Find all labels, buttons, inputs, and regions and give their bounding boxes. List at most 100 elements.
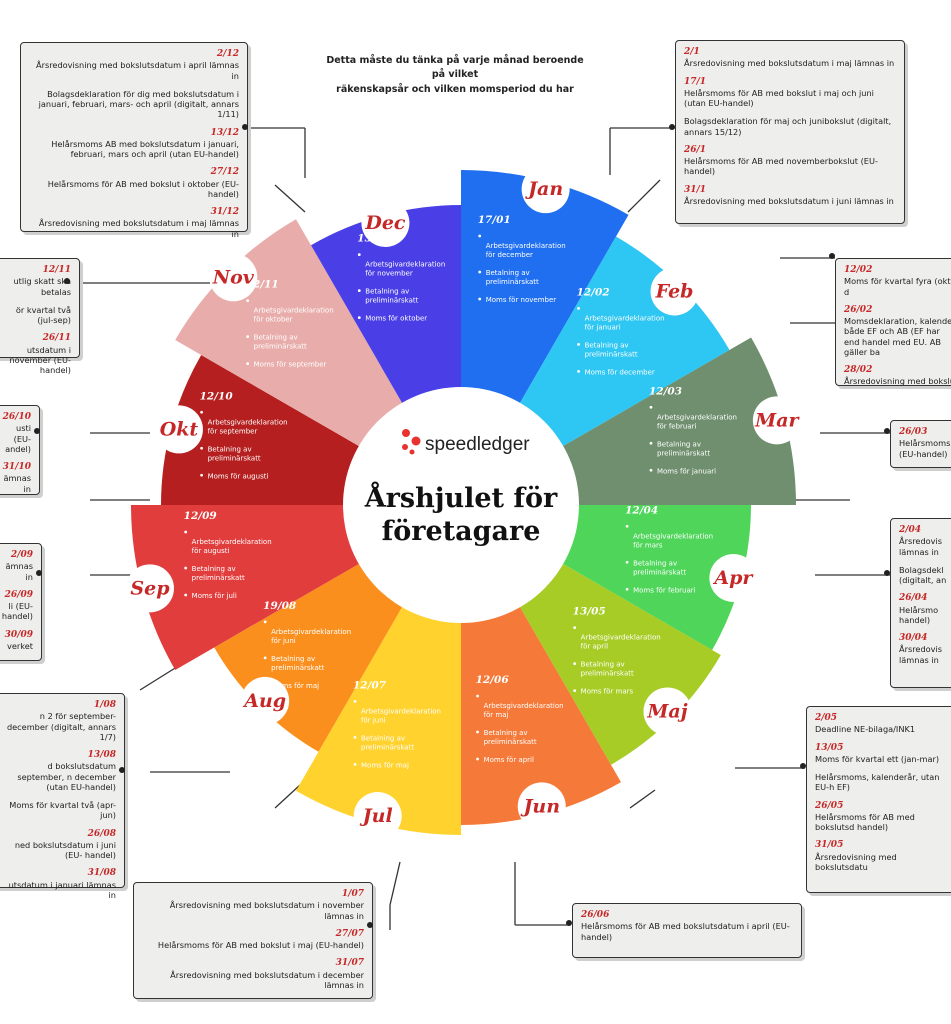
sector-item-line: Moms för januari xyxy=(657,467,716,475)
connector-dot-icon xyxy=(367,922,373,928)
connector-line xyxy=(274,784,301,809)
bullet-icon xyxy=(263,656,267,660)
month-label-jul: Jul xyxy=(353,792,402,841)
bullet-icon xyxy=(184,530,188,534)
deadline-date: 30/09 xyxy=(4,629,33,640)
sector-date: 12/07 xyxy=(353,679,387,691)
svg-text:Dec: Dec xyxy=(364,212,406,234)
deadline-text: ned bokslutsdatum i juni (EU- handel) xyxy=(14,839,116,860)
sector-item-line: för maj xyxy=(484,711,509,719)
deadline-text: utsdatum i november (EU-handel) xyxy=(9,344,71,376)
bullet-icon xyxy=(200,473,203,477)
svg-text:Aug: Aug xyxy=(242,690,286,712)
deadline-text: Årsredovisning med bokslutsdatu xyxy=(815,851,897,872)
deadline-text: Årsredovis lämnas in xyxy=(899,536,943,557)
sector-item-line: Betalning av xyxy=(585,341,629,349)
sector-item-line: preliminärskatt xyxy=(585,350,638,358)
bullet-icon xyxy=(200,446,203,450)
svg-text:Apr: Apr xyxy=(712,567,754,589)
center-circle xyxy=(343,387,579,623)
deadline-text: li (EU- handel) xyxy=(1,601,33,622)
bullet-icon xyxy=(577,370,580,373)
sector-item-line: Betalning av xyxy=(361,734,405,742)
sector-item-line: för januari xyxy=(585,323,621,331)
connector-dot-icon xyxy=(242,124,248,130)
connector-line xyxy=(274,184,306,213)
sector-item-line: Arbetsgivardeklaration xyxy=(585,314,665,322)
sector-item-line: preliminärskatt xyxy=(192,574,245,582)
sector-item-line: Arbetsgivardeklaration xyxy=(361,707,441,715)
deadline-text: Helårsmoms för AB med bokslut i maj (EU-… xyxy=(157,940,364,950)
sector-item-line: Betalning av xyxy=(192,565,236,573)
sector-item-line: för december xyxy=(486,251,533,259)
deadline-date: 13/05 xyxy=(815,742,844,753)
deadline-text: usti (EU- andel) xyxy=(5,423,31,454)
sector-date: 19/08 xyxy=(263,600,297,612)
bullet-icon xyxy=(649,468,653,472)
deadline-date: 17/1 xyxy=(684,76,707,87)
deadline-text: Årsredovisning med bokslutsdatum i maj l… xyxy=(684,58,895,69)
deadline-date: 2/1 xyxy=(684,47,700,57)
sector-item-line: preliminärskatt xyxy=(657,449,710,457)
bullet-icon xyxy=(577,307,580,310)
bullet-icon xyxy=(184,566,188,570)
month-label-nov: Nov xyxy=(209,253,258,302)
center-title-line1: Årshjulet för xyxy=(364,480,558,514)
svg-text:Jan: Jan xyxy=(525,178,563,200)
bullet-icon xyxy=(246,299,250,303)
bullet-icon xyxy=(353,762,357,766)
sector-item-line: Moms för april xyxy=(484,756,534,764)
connector-dot-icon xyxy=(64,278,70,284)
connector-dot-icon xyxy=(566,920,572,926)
sector-item-line: för september xyxy=(208,427,258,435)
sector-item-line: preliminärskatt xyxy=(271,664,324,672)
sector-item-line: Arbetsgivardeklaration xyxy=(192,538,272,546)
deadline-date: 26/1 xyxy=(684,144,707,155)
svg-text:Feb: Feb xyxy=(655,280,694,302)
bullet-icon xyxy=(246,362,250,366)
deadline-date: 27/07 xyxy=(335,928,364,939)
deadline-text: Årsredovisning med bokslu xyxy=(844,376,951,387)
deadline-date: 31/08 xyxy=(87,868,116,879)
sector-item-line: för april xyxy=(581,643,608,651)
sector-item-line: Moms för mars xyxy=(581,688,634,696)
sector-item-line: preliminärskatt xyxy=(361,743,414,751)
sector-item-line: Moms för februari xyxy=(633,586,696,594)
bullet-icon xyxy=(625,524,629,528)
sector-item-line: för augusti xyxy=(192,547,230,555)
deadline-date: 26/10 xyxy=(2,412,31,422)
sector-item-line: Arbetsgivardeklaration xyxy=(208,418,288,426)
deadline-text: verket xyxy=(7,640,33,651)
deadline-entry: Bolagsdeklaration för maj och junibokslu… xyxy=(684,116,896,137)
sector-item-line: Moms för oktober xyxy=(365,315,427,323)
sector-item-line: Betalning av xyxy=(657,440,701,448)
sector-date: 12/03 xyxy=(649,385,682,397)
deadline-text: Moms för kvartal fyra (okt-d xyxy=(844,276,951,297)
deadline-date: 13/08 xyxy=(87,750,116,760)
deadline-date: 2/05 xyxy=(815,713,838,723)
deadline-text: Deadline NE-bilaga/INK1 xyxy=(815,724,916,735)
month-label-sep: Sep xyxy=(125,564,174,613)
intro-line1: Detta måste du tänka på varje månad bero… xyxy=(326,55,584,81)
month-label-jun: Jun xyxy=(517,782,566,831)
